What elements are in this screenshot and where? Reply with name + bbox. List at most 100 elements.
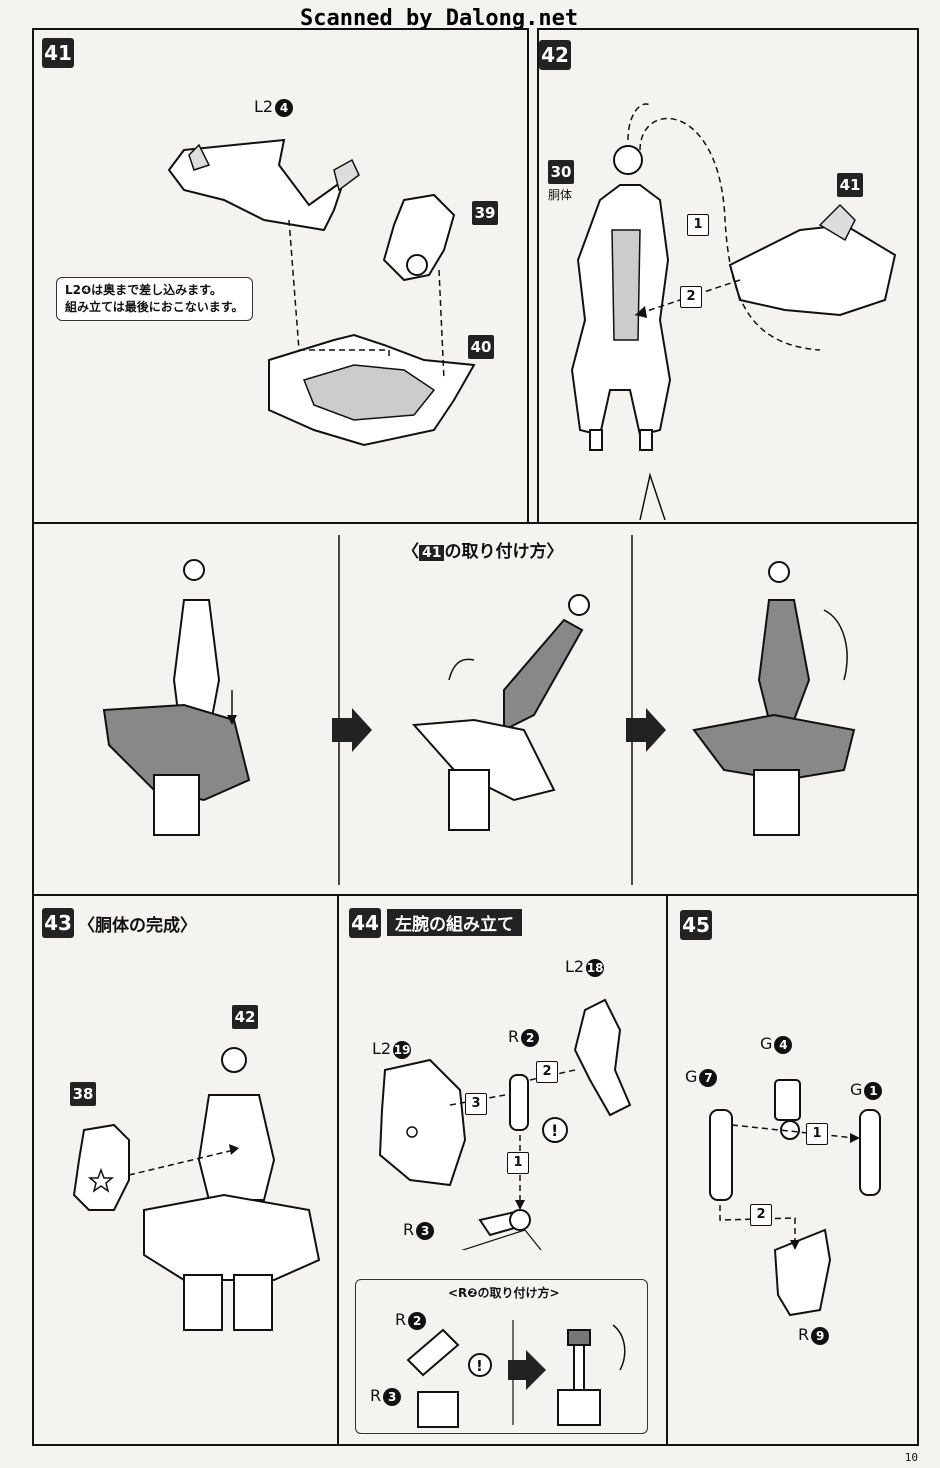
part-r2 bbox=[509, 1074, 529, 1131]
step-44-number: 44 bbox=[349, 908, 381, 938]
part-g4 bbox=[774, 1079, 801, 1121]
part-39-socket bbox=[406, 254, 428, 276]
torso-42-ball bbox=[221, 1047, 247, 1073]
sub-arrow bbox=[508, 1350, 546, 1390]
step-41-number: 41 bbox=[42, 38, 74, 68]
step-45-number: 45 bbox=[680, 910, 712, 940]
step-45-r9-num: 9 bbox=[811, 1326, 830, 1345]
stage-3-leg bbox=[753, 769, 800, 836]
step-45-g4-text: G bbox=[760, 1034, 773, 1053]
part-g7 bbox=[709, 1109, 733, 1201]
part-38-star bbox=[87, 1167, 115, 1193]
stage-2-ball bbox=[568, 594, 590, 616]
guide-arrowhead-2 bbox=[635, 306, 647, 318]
sub-rotation-arrow bbox=[612, 1324, 626, 1371]
step-41-note: L2❹は奥まで差し込みます。 組み立ては最後におこないます。 bbox=[56, 277, 253, 321]
part-label-l2-4-text: L2 bbox=[254, 97, 274, 116]
stage-1-arrowhead bbox=[227, 715, 237, 725]
page-number: 10 bbox=[904, 1451, 918, 1464]
step-41-illustration bbox=[167, 138, 476, 447]
torso-30-peg-left bbox=[589, 429, 603, 451]
step-45-order-1: 1 bbox=[806, 1123, 828, 1145]
skirt-41-joint bbox=[818, 203, 856, 242]
guide-line-1 bbox=[288, 219, 300, 351]
step-43-guide bbox=[128, 1149, 235, 1176]
sub-warning-icon bbox=[468, 1353, 492, 1377]
part-38 bbox=[72, 1123, 130, 1211]
step-45-g7-text: G bbox=[685, 1067, 698, 1086]
hip-frame-arm-right bbox=[333, 158, 360, 192]
attach-41-title-text: の取り付け方〉 bbox=[444, 542, 564, 562]
watermark: Scanned by Dalong.net bbox=[300, 6, 579, 31]
torso-30-center bbox=[611, 229, 641, 341]
step-41-note-line1: L2❹は奥まで差し込みます。 bbox=[65, 283, 222, 297]
step-45-illustration bbox=[709, 1079, 881, 1317]
sub-r2-shaft bbox=[573, 1344, 585, 1396]
step-43-illustration bbox=[72, 1047, 321, 1331]
step-45-order-2: 2 bbox=[750, 1204, 772, 1226]
stage-2-rotation-arrow bbox=[448, 658, 475, 681]
step-44-title: 左腕の組み立て bbox=[387, 909, 522, 936]
part-40-inner bbox=[302, 364, 436, 421]
step-44-r2-num: 2 bbox=[521, 1028, 540, 1047]
stage-3-skirt bbox=[692, 713, 856, 782]
guide-line-2 bbox=[299, 349, 390, 360]
torso-ball-joint bbox=[613, 145, 643, 175]
r2-attach-illustration: ! bbox=[406, 1320, 626, 1428]
torso-42-skirt bbox=[143, 1193, 321, 1281]
part-30-caption: 胴体 bbox=[548, 188, 573, 202]
step-44-r2-text: R bbox=[508, 1027, 520, 1046]
stage-3-torso bbox=[757, 599, 811, 721]
step-44-arrowhead-1 bbox=[515, 1200, 525, 1210]
part-tag-40: 40 bbox=[468, 335, 494, 359]
part-tag-38: 38 bbox=[70, 1082, 96, 1106]
part-tag-42: 42 bbox=[232, 1005, 258, 1029]
step-42-order-2: 2 bbox=[680, 286, 702, 308]
part-g4-joint bbox=[780, 1120, 800, 1140]
stage-2-torso bbox=[503, 618, 584, 732]
attach-41-title-prefix: 〈 bbox=[402, 542, 419, 562]
part-g1 bbox=[859, 1109, 881, 1196]
step-45-g4-num: 4 bbox=[774, 1035, 793, 1054]
torso-30-peg-right bbox=[639, 429, 653, 451]
torso-42-leg-right bbox=[233, 1274, 273, 1331]
part-label-l2-4-num: 4 bbox=[275, 98, 294, 117]
part-39-joint bbox=[382, 193, 456, 282]
hip-frame-arm-left bbox=[188, 143, 211, 171]
step-44-r3-num: 3 bbox=[416, 1221, 435, 1240]
step-44-l2-18-text: L2 bbox=[565, 957, 585, 976]
step-44-callout bbox=[461, 1229, 542, 1250]
part-r3-socket bbox=[509, 1209, 531, 1231]
hip-frame-part bbox=[167, 138, 346, 232]
svg-text:!: ! bbox=[551, 1121, 558, 1140]
stage-1-ball bbox=[183, 559, 205, 581]
guide-line-3 bbox=[438, 269, 445, 381]
step-45-r9-text: R bbox=[798, 1325, 810, 1344]
sub-r3-assembled bbox=[557, 1389, 601, 1426]
step-42-order-1: 1 bbox=[687, 214, 709, 236]
step-44-order-1: 1 bbox=[507, 1152, 529, 1174]
attach-41-title-num: 41 bbox=[419, 545, 445, 561]
guide-arrow-1 bbox=[639, 117, 821, 351]
callout-wedge bbox=[639, 472, 666, 520]
part-tag-30: 30 bbox=[548, 160, 574, 184]
step-44-l2-18-num: 18 bbox=[586, 958, 605, 977]
sub-r2-text: R bbox=[395, 1310, 407, 1329]
sub-r3-part bbox=[417, 1391, 459, 1428]
part-tag-39: 39 bbox=[472, 201, 498, 225]
step-44-illustration: ! bbox=[378, 998, 632, 1250]
stage-arrow-2 bbox=[626, 708, 666, 752]
torso-42-leg-left bbox=[183, 1274, 223, 1331]
sub-r3-text: R bbox=[370, 1386, 382, 1405]
step-45-arrowhead-2 bbox=[790, 1240, 800, 1250]
step-45-g1-num: 1 bbox=[864, 1081, 883, 1100]
step-43-arrowhead bbox=[229, 1144, 239, 1155]
step-45-arrowhead-1 bbox=[850, 1133, 860, 1143]
